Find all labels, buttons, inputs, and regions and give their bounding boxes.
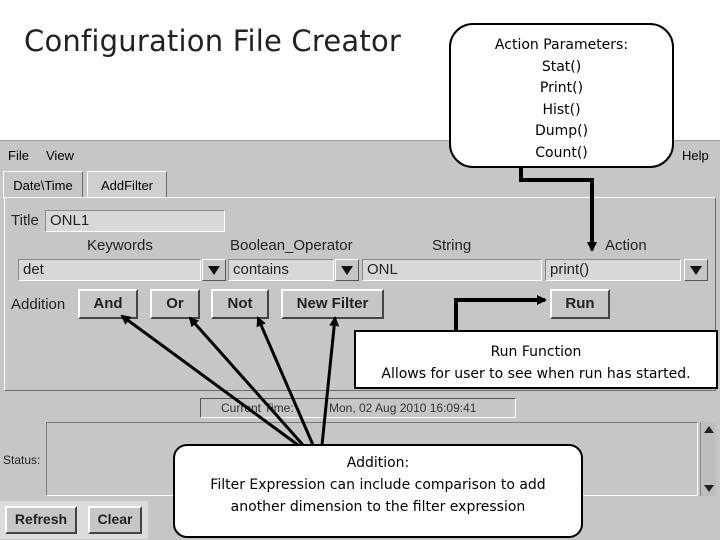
boolean-operator-select[interactable]: contains — [228, 259, 334, 281]
callout-addition: Addition: Filter Expression can include … — [173, 444, 583, 538]
keywords-header: Keywords — [87, 237, 153, 254]
add-filter-panel — [4, 197, 716, 391]
callout-action-hist: Hist() — [542, 101, 581, 118]
menubar: File View Help — [0, 141, 720, 170]
or-button[interactable]: Or — [150, 289, 200, 319]
slide-title: Configuration File Creator — [24, 24, 402, 58]
refresh-button[interactable]: Refresh — [5, 506, 77, 534]
clear-button[interactable]: Clear — [88, 506, 142, 534]
current-time-display: Current Time: Mon, 02 Aug 2010 16:09:41 — [200, 398, 516, 418]
status-label: Status: — [3, 453, 41, 467]
menu-help[interactable]: Help — [682, 148, 709, 163]
tab-date-time[interactable]: Date\Time — [3, 171, 83, 198]
status-scrollbar[interactable] — [700, 422, 716, 496]
callout-addition-line1: Filter Expression can include comparison… — [210, 477, 546, 493]
boolean-dropdown-icon[interactable] — [335, 259, 359, 281]
tab-add-filter[interactable]: AddFilter — [87, 171, 167, 198]
callout-action-print: Print() — [539, 80, 584, 97]
new-filter-button[interactable]: New Filter — [281, 289, 384, 319]
callout-action-dump: Dump() — [534, 123, 589, 140]
action-header: Action — [605, 237, 647, 254]
keywords-dropdown-icon[interactable] — [202, 259, 226, 281]
keywords-select[interactable]: det — [18, 259, 201, 281]
callout-action-count: Count() — [535, 144, 588, 161]
addition-label: Addition — [11, 296, 66, 313]
title-label: Title — [11, 212, 39, 229]
callout-addition-line2: another dimension to the filter expressi… — [230, 499, 526, 515]
title-input[interactable]: ONL1 — [45, 210, 225, 232]
callout-run-desc: Allows for user to see when run has star… — [381, 366, 691, 382]
current-time-value: Mon, 02 Aug 2010 16:09:41 — [329, 401, 477, 415]
menu-view[interactable]: View — [46, 148, 74, 163]
callout-run-function: Run Function Allows for user to see when… — [354, 330, 718, 389]
action-dropdown-icon[interactable] — [684, 259, 708, 281]
string-input[interactable]: ONL — [362, 259, 542, 281]
callout-run-title: Run Function — [490, 344, 582, 360]
not-button[interactable]: Not — [211, 289, 269, 319]
scroll-up-icon[interactable] — [704, 426, 714, 433]
action-select[interactable]: print() — [545, 259, 681, 281]
and-button[interactable]: And — [78, 289, 138, 319]
callout-action-parameters: Action Parameters: Stat() Print() Hist()… — [449, 23, 674, 168]
callout-action-title: Action Parameters: — [494, 37, 629, 53]
scroll-down-icon[interactable] — [704, 485, 714, 492]
menu-file[interactable]: File — [8, 148, 29, 163]
current-time-label: Current Time: — [221, 401, 294, 415]
callout-addition-title: Addition: — [346, 455, 410, 471]
run-button[interactable]: Run — [550, 289, 610, 319]
string-header: String — [432, 237, 472, 254]
callout-action-stat: Stat() — [541, 58, 582, 75]
boolean-operator-header: Boolean_Operator — [230, 237, 353, 254]
